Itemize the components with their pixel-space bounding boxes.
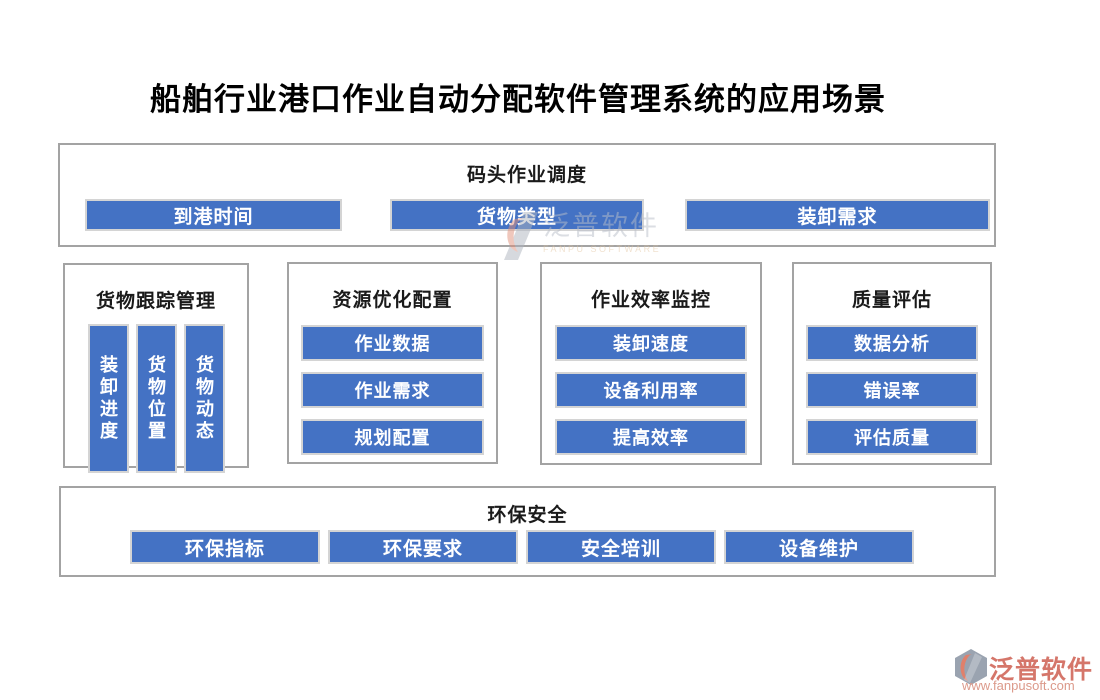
- cargo-tracking-nodes: 装卸进度 货物位置 货物动态: [65, 324, 247, 473]
- node-job-data: 作业数据: [301, 325, 484, 361]
- resource-optimization-nodes: 作业数据 作业需求 规划配置: [289, 325, 496, 455]
- quality-assessment-nodes: 数据分析 错误率 评估质量: [794, 325, 990, 455]
- fanpu-logo-url: www.fanpusoft.com: [962, 678, 1075, 693]
- node-loading-progress: 装卸进度: [87, 324, 129, 473]
- node-loading-demand: 装卸需求: [685, 199, 990, 231]
- node-equipment-utilization: 设备利用率: [555, 372, 747, 408]
- node-improve-efficiency: 提高效率: [555, 419, 747, 455]
- section-resource-optimization: 资源优化配置 作业数据 作业需求 规划配置: [287, 262, 498, 464]
- efficiency-monitoring-nodes: 装卸速度 设备利用率 提高效率: [542, 325, 760, 455]
- node-planning-config: 规划配置: [301, 419, 484, 455]
- page-title: 船舶行业港口作业自动分配软件管理系统的应用场景: [150, 82, 886, 117]
- node-error-rate: 错误率: [805, 372, 979, 408]
- section-header-environment-safety: 环保安全: [487, 505, 568, 526]
- fanpu-logo-name: 泛普软件: [989, 656, 1094, 684]
- section-header-dock-scheduling: 码头作业调度: [466, 165, 587, 186]
- fanpu-footer-logo: 泛普软件 www.fanpusoft.com: [950, 645, 1100, 697]
- node-env-indicators: 环保指标: [130, 530, 320, 564]
- node-env-requirements: 环保要求: [328, 530, 518, 564]
- fanpu-logo-icon: [954, 649, 987, 690]
- node-assess-quality: 评估质量: [805, 419, 979, 455]
- section-header-resource-optimization: 资源优化配置: [332, 290, 453, 311]
- node-safety-training: 安全培训: [526, 530, 716, 564]
- section-dock-scheduling: 码头作业调度 到港时间 货物类型 装卸需求: [58, 143, 996, 247]
- node-loading-speed: 装卸速度: [555, 325, 747, 361]
- section-environment-safety: 环保安全 环保指标 环保要求 安全培训 设备维护: [59, 486, 996, 577]
- node-job-demand: 作业需求: [301, 372, 484, 408]
- node-cargo-location: 货物位置: [135, 324, 177, 473]
- node-equipment-maintenance: 设备维护: [724, 530, 914, 564]
- section-quality-assessment: 质量评估 数据分析 错误率 评估质量: [792, 262, 992, 465]
- node-data-analysis: 数据分析: [805, 325, 979, 361]
- section-header-quality-assessment: 质量评估: [851, 290, 932, 311]
- node-arrival-time: 到港时间: [85, 199, 342, 231]
- section-cargo-tracking: 货物跟踪管理 装卸进度 货物位置 货物动态: [63, 263, 249, 473]
- section-header-efficiency-monitoring: 作业效率监控: [590, 290, 711, 311]
- node-cargo-type: 货物类型: [390, 199, 644, 231]
- section-efficiency-monitoring: 作业效率监控 装卸速度 设备利用率 提高效率: [540, 262, 762, 465]
- node-cargo-status: 货物动态: [183, 324, 225, 473]
- section-header-cargo-tracking: 货物跟踪管理: [95, 291, 216, 312]
